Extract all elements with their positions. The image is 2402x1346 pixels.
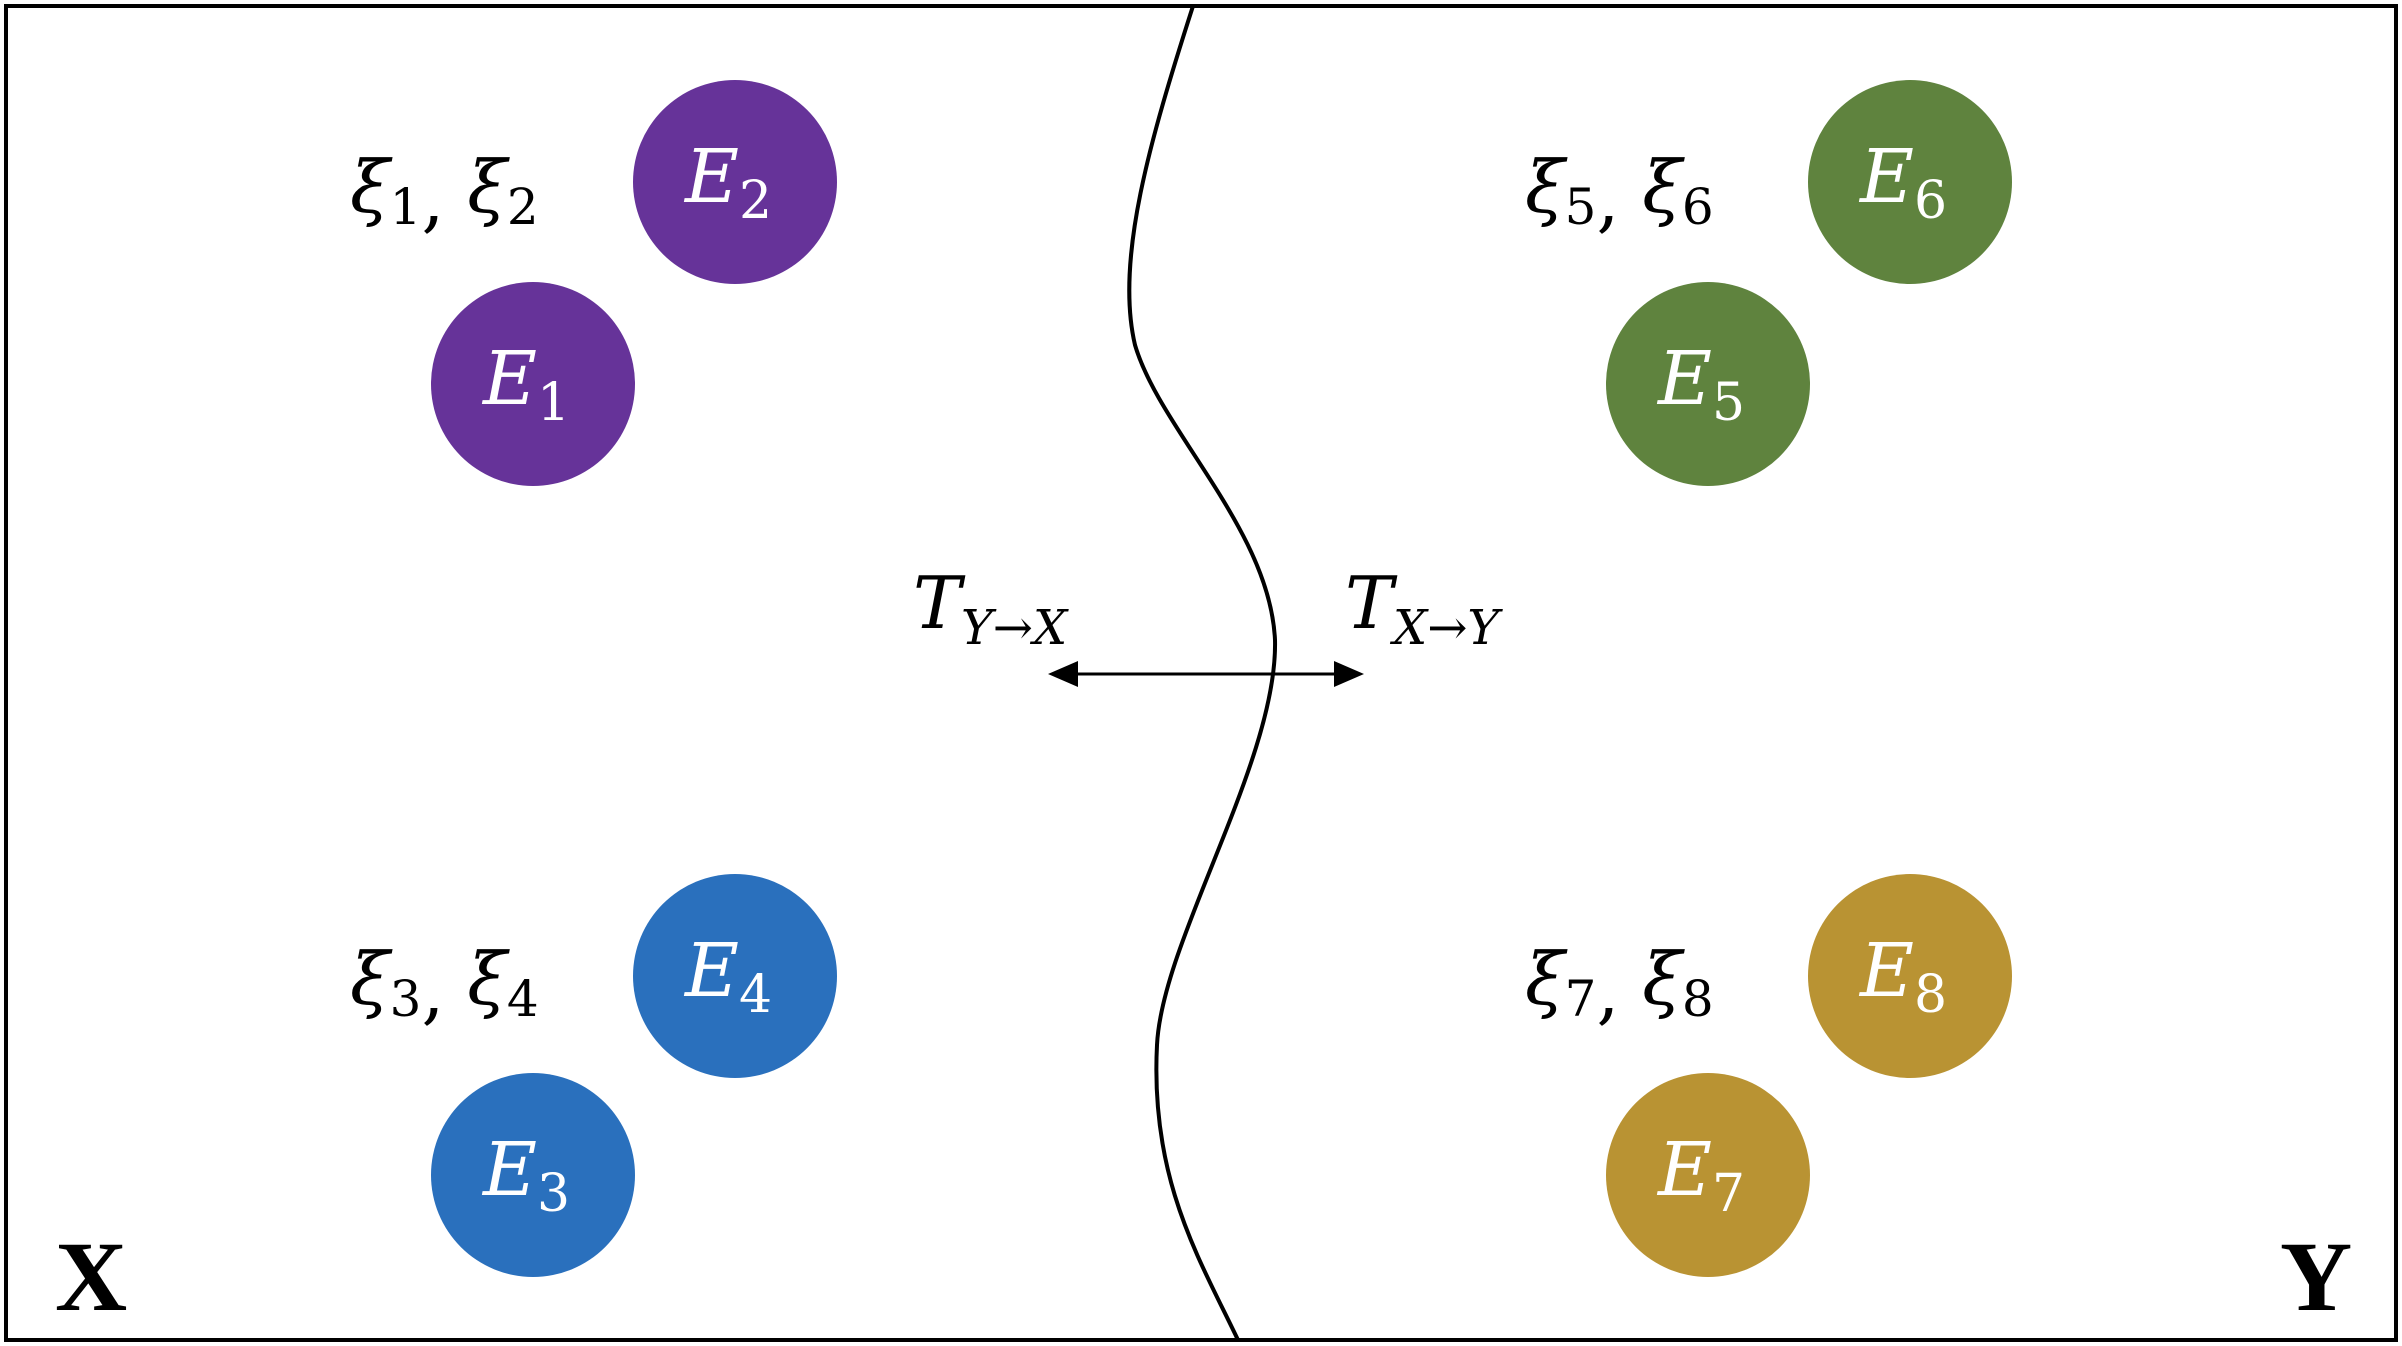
node-circle [633, 874, 837, 1078]
node-circle [431, 282, 635, 486]
parameter-separator: , [421, 157, 467, 241]
node-label: E2 [683, 134, 772, 231]
parameter-symbol: ξ [1525, 145, 1568, 229]
node-label-base: E [481, 336, 537, 422]
parameter-subscript: 7 [1565, 970, 1597, 1028]
parameter-label: ξ3, ξ4 [350, 937, 539, 1033]
node-label-subscript: 4 [739, 965, 772, 1025]
parameter-symbol: ξ [1525, 937, 1568, 1021]
node-label-subscript: 7 [1712, 1164, 1745, 1224]
parameter-subscript: 2 [507, 178, 539, 236]
map-label-x-to-y: TX→Y [1345, 561, 1503, 656]
outer-frame [4, 4, 2398, 1342]
parameter-symbol: ξ [467, 145, 510, 229]
node-label: E3 [481, 1127, 570, 1224]
node-label-subscript: 8 [1914, 965, 1947, 1025]
parameter-symbol: ξ [1642, 937, 1685, 1021]
parameter-subscript: 6 [1682, 178, 1714, 236]
parameter-separator: , [421, 949, 467, 1033]
node-label-base: E [1656, 336, 1712, 422]
node-label: E8 [1858, 928, 1947, 1025]
region-label-y: Y [2280, 1221, 2352, 1332]
parameter-label: ξ5, ξ6 [1525, 145, 1714, 241]
node-circle [1808, 874, 2012, 1078]
node-label-base: E [683, 928, 739, 1014]
node-circle [431, 1073, 635, 1277]
boundary-curve [1127, 5, 1278, 1341]
node-label-subscript: 3 [537, 1164, 570, 1224]
parameter-separator: , [1596, 157, 1642, 241]
node-label-base: E [683, 134, 739, 220]
node-label-base: E [1656, 1127, 1712, 1213]
node-circle [1606, 1073, 1810, 1277]
node-label-subscript: 5 [1712, 373, 1745, 433]
node-label-base: E [1858, 928, 1914, 1014]
parameter-symbol: ξ [1642, 145, 1685, 229]
node-label: E1 [481, 336, 570, 433]
parameter-subscript: 8 [1682, 970, 1714, 1028]
node-label: E4 [683, 928, 772, 1025]
node-label: E5 [1656, 336, 1745, 433]
parameter-subscript: 1 [390, 178, 422, 236]
arrowhead-right [1334, 661, 1364, 687]
node-circle [1808, 80, 2012, 284]
region-label-x: X [55, 1221, 127, 1332]
map-label-y-to-x: TY→X [913, 561, 1069, 656]
parameter-subscript: 4 [507, 970, 539, 1028]
parameter-symbol: ξ [467, 937, 510, 1021]
parameter-label: ξ7, ξ8 [1525, 937, 1714, 1033]
node-circle [1606, 282, 1810, 486]
node-label-subscript: 2 [739, 171, 772, 231]
parameter-symbol: ξ [350, 937, 393, 1021]
arrowhead-left [1048, 661, 1078, 687]
parameter-label: ξ1, ξ2 [350, 145, 539, 241]
node-label: E6 [1858, 134, 1947, 231]
node-label-base: E [481, 1127, 537, 1213]
node-label: E7 [1656, 1127, 1745, 1224]
node-label-base: E [1858, 134, 1914, 220]
node-label-subscript: 6 [1914, 171, 1947, 231]
parameter-symbol: ξ [350, 145, 393, 229]
parameter-separator: , [1596, 949, 1642, 1033]
node-circle [633, 80, 837, 284]
parameter-subscript: 3 [390, 970, 422, 1028]
node-label-subscript: 1 [537, 373, 570, 433]
parameter-subscript: 5 [1565, 178, 1597, 236]
